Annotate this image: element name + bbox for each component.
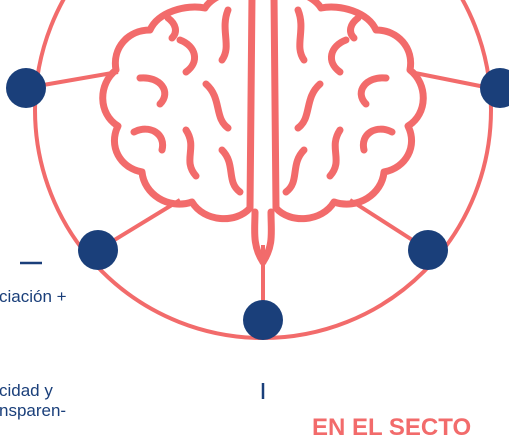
dash-marks: [20, 261, 265, 399]
text-line-2: cidad y: [0, 381, 53, 400]
text-line-3: nsparen-: [0, 401, 67, 420]
brain-icon: [99, 0, 427, 266]
node-lower-left: [78, 230, 118, 270]
node-bottom: [243, 300, 283, 340]
node-right: [480, 68, 509, 108]
section-heading: EN EL SECTO: [312, 414, 472, 436]
node-lower-right: [408, 230, 448, 270]
text-line-1: ciación +: [0, 287, 67, 306]
node-left: [6, 68, 46, 108]
network-nodes: [6, 68, 509, 340]
